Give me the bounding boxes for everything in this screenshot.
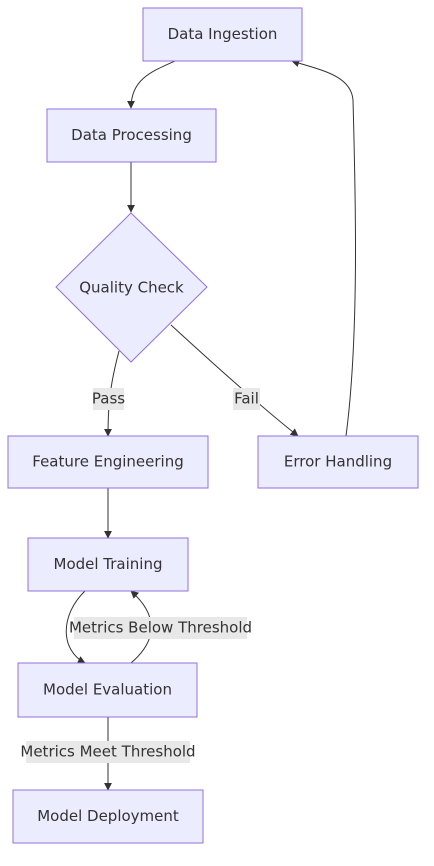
node-model-evaluation[interactable]: Model Evaluation: [17, 662, 198, 718]
edge-label-fail-bg: [233, 388, 260, 410]
node-data-ingestion[interactable]: Data Ingestion: [142, 7, 303, 62]
node-model-deployment[interactable]: Model Deployment: [12, 789, 204, 844]
node-label: Error Handling: [284, 453, 392, 471]
node-label: Model Evaluation: [43, 681, 172, 699]
node-quality-check[interactable]: Quality Check: [55, 212, 208, 363]
edge-training-to-evaluation: [65, 590, 86, 664]
edges: [65, 59, 357, 791]
node-label: Data Ingestion: [168, 25, 278, 43]
node-label: Data Processing: [71, 126, 192, 144]
edge-quality-to-error: [170, 324, 299, 437]
edge-label-metrics-meet: Metrics Meet Threshold: [20, 743, 195, 761]
edge-label-fail: Fail: [234, 390, 259, 408]
edge-label-below-bg: [74, 617, 247, 639]
edge-label-meet-bg: [26, 741, 190, 763]
node-label: Feature Engineering: [32, 453, 183, 471]
edge-label-pass-bg: [93, 388, 124, 410]
node-data-processing[interactable]: Data Processing: [46, 108, 217, 163]
edge-error-to-ingestion: [291, 59, 357, 437]
node-label: Model Deployment: [37, 807, 179, 825]
node-error-handling[interactable]: Error Handling: [257, 435, 419, 489]
edge-label-metrics-below: Metrics Below Threshold: [69, 619, 252, 637]
node-model-training[interactable]: Model Training: [27, 537, 189, 592]
edge-label-pass: Pass: [92, 390, 125, 408]
edge-labels: Pass Fail Metrics Below Threshold Metric…: [20, 388, 260, 763]
node-label: Quality Check: [79, 279, 184, 297]
node-label: Model Training: [54, 555, 163, 573]
edge-ingestion-to-processing: [127, 60, 176, 109]
node-feature-engineering[interactable]: Feature Engineering: [7, 435, 209, 489]
